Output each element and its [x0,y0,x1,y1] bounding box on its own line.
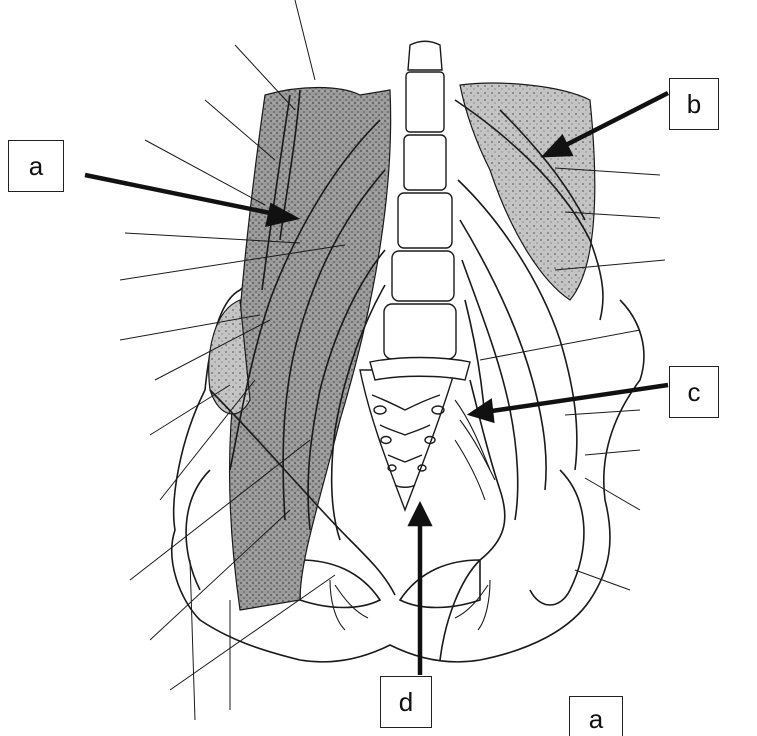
label-box-a-bottom: a [569,696,623,736]
arrow-d [411,506,429,675]
sacrum [360,370,455,510]
label-b-text: b [687,89,701,120]
label-box-d: d [380,676,432,728]
left-muscles [209,88,391,611]
label-box-a: a [8,140,64,192]
sacral-plexus [330,400,495,630]
label-box-c: c [669,366,719,418]
label-d-text: d [399,687,413,718]
label-a-text: a [29,151,43,182]
label-box-b: b [669,78,719,130]
label-a-bottom-text: a [589,704,603,735]
label-c-text: c [688,377,701,408]
